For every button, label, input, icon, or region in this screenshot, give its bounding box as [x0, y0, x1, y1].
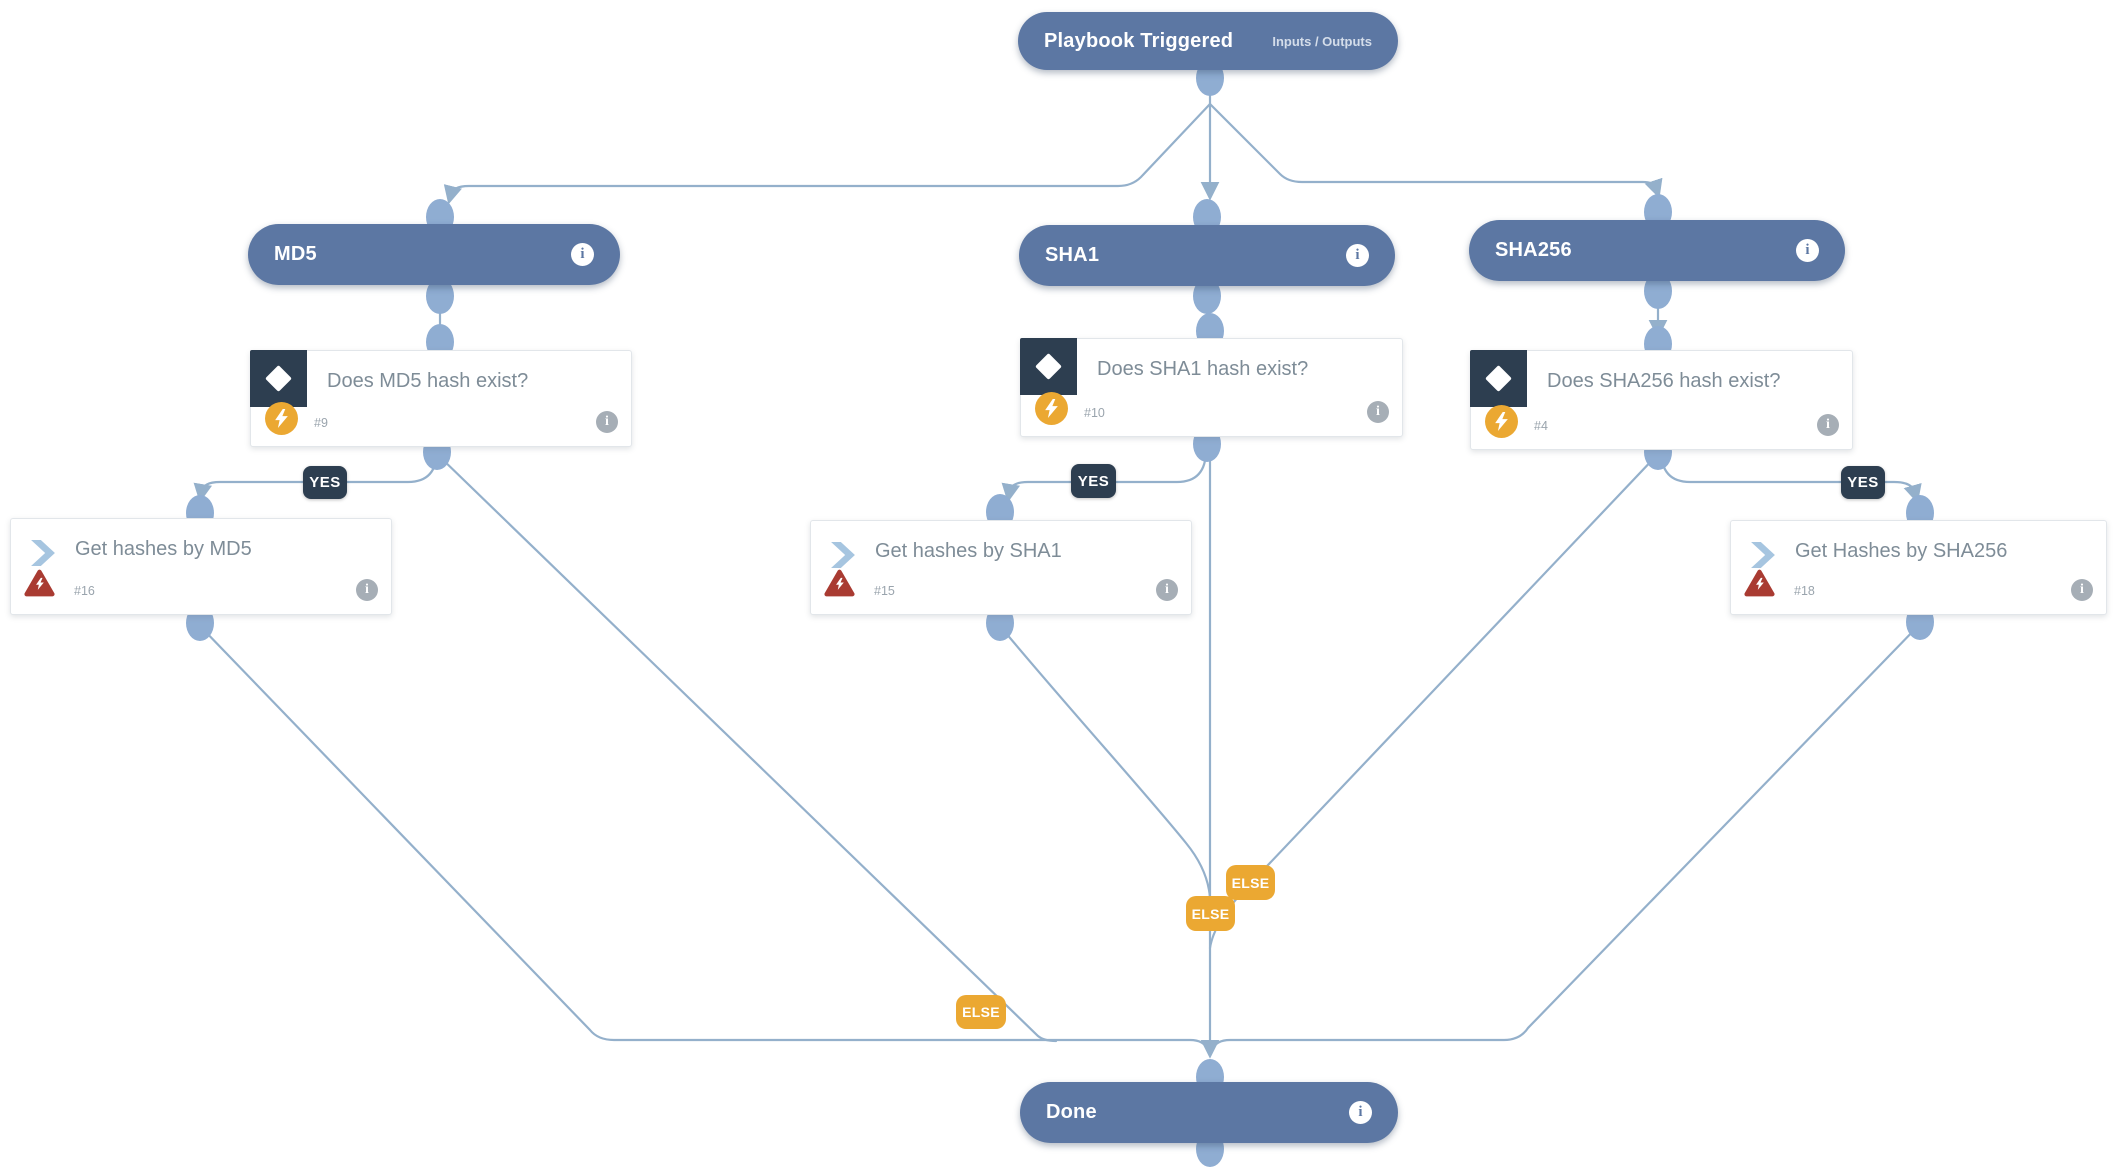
- node-section-md5[interactable]: MD5 i: [248, 224, 620, 285]
- condition-diamond-icon: [265, 365, 292, 392]
- node-task-get-hashes-sha1[interactable]: Get hashes by SHA1 #15 i: [810, 520, 1192, 615]
- chevron-right-icon: [831, 542, 855, 573]
- task-title: Does SHA256 hash exist?: [1547, 370, 1781, 392]
- node-playbook-triggered[interactable]: Playbook Triggered Inputs / Outputs: [1018, 12, 1398, 70]
- condition-type-badge: [1020, 338, 1077, 395]
- node-condition-sha256[interactable]: Does SHA256 hash exist? #4 i: [1470, 350, 1853, 450]
- edge-label-else-sha1: ELSE: [1186, 896, 1235, 931]
- edge-label-else-md5: ELSE: [956, 995, 1006, 1029]
- info-icon[interactable]: i: [1156, 579, 1178, 601]
- info-icon[interactable]: i: [2071, 579, 2093, 601]
- node-done[interactable]: Done i: [1020, 1082, 1398, 1143]
- error-triangle-icon: [1744, 569, 1775, 602]
- task-number: #9: [314, 416, 328, 430]
- automation-lightning-icon: [1035, 392, 1068, 425]
- node-title: SHA256: [1495, 239, 1572, 261]
- error-triangle-icon: [824, 569, 855, 602]
- info-icon[interactable]: i: [1796, 239, 1819, 262]
- node-condition-md5[interactable]: Does MD5 hash exist? #9 i: [250, 350, 632, 447]
- connector-dot: [1193, 278, 1221, 314]
- edge-label-else-sha256: ELSE: [1226, 865, 1275, 900]
- connector-dot: [426, 278, 454, 314]
- edge-cond-sha256-else: [1208, 453, 1659, 950]
- task-number: #10: [1084, 406, 1105, 420]
- edge-cond-sha1-yes: [1001, 448, 1208, 503]
- error-triangle-icon: [24, 569, 55, 602]
- node-section-sha1[interactable]: SHA1 i: [1019, 225, 1395, 286]
- automation-lightning-icon: [1485, 405, 1518, 438]
- condition-type-badge: [250, 350, 307, 407]
- info-icon[interactable]: i: [1349, 1101, 1372, 1124]
- info-icon[interactable]: i: [1817, 414, 1839, 436]
- edge-label-yes-md5: YES: [303, 466, 347, 499]
- node-title: Done: [1046, 1101, 1097, 1123]
- task-number: #18: [1794, 584, 1815, 598]
- node-title: Playbook Triggered: [1044, 29, 1234, 52]
- automation-lightning-icon: [265, 402, 298, 435]
- info-icon[interactable]: i: [1367, 401, 1389, 423]
- task-title: Get Hashes by SHA256: [1795, 540, 2008, 562]
- edge-label-yes-sha256: YES: [1841, 466, 1885, 499]
- connector-dot: [1644, 273, 1672, 309]
- node-condition-sha1[interactable]: Does SHA1 hash exist? #10 i: [1020, 338, 1403, 437]
- task-number: #15: [874, 584, 895, 598]
- condition-diamond-icon: [1485, 365, 1512, 392]
- info-icon[interactable]: i: [571, 243, 594, 266]
- node-section-sha256[interactable]: SHA256 i: [1469, 220, 1845, 281]
- node-title: MD5: [274, 243, 317, 265]
- task-title: Does MD5 hash exist?: [327, 370, 529, 392]
- inputs-outputs-link[interactable]: Inputs / Outputs: [1272, 33, 1372, 49]
- edge-trigger-to-sha256: [1208, 102, 1663, 199]
- edge-task-md5-to-done: [198, 624, 1210, 1052]
- task-number: #4: [1534, 419, 1548, 433]
- chevron-right-icon: [31, 540, 55, 571]
- node-task-get-hashes-md5[interactable]: Get hashes by MD5 #16 i: [10, 518, 392, 615]
- node-title: SHA1: [1045, 244, 1100, 266]
- task-number: #16: [74, 584, 95, 598]
- info-icon[interactable]: i: [1346, 244, 1369, 267]
- task-title: Get hashes by MD5: [75, 538, 252, 560]
- task-title: Get hashes by SHA1: [875, 540, 1062, 562]
- task-title: Does SHA1 hash exist?: [1097, 358, 1309, 380]
- edge-task-sha256-to-done: [1210, 622, 1922, 1052]
- info-icon[interactable]: i: [596, 411, 618, 433]
- info-icon[interactable]: i: [356, 579, 378, 601]
- node-task-get-hashes-sha256[interactable]: Get Hashes by SHA256 #18 i: [1730, 520, 2107, 615]
- edge-task-sha1-to-done: [998, 624, 1212, 900]
- condition-type-badge: [1470, 350, 1527, 407]
- edge-trigger-to-md5: [443, 102, 1212, 205]
- edge-label-yes-sha1: YES: [1071, 464, 1116, 498]
- chevron-right-icon: [1751, 542, 1775, 573]
- condition-diamond-icon: [1035, 353, 1062, 380]
